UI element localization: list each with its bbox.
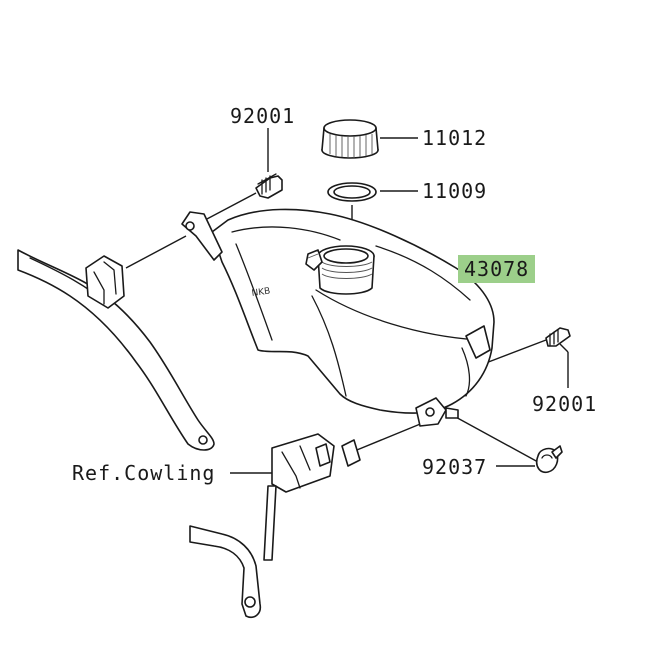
bolt-right: [545, 327, 571, 347]
filler-cap: [321, 119, 379, 159]
frame-bracket: [17, 249, 215, 451]
callout-gasket: 11009: [422, 179, 488, 203]
tank-mark: NKB: [251, 286, 271, 299]
callout-bolt-left: 92001: [230, 104, 296, 128]
callout-reference: Ref.Cowling: [72, 461, 216, 485]
bolt-left: [255, 173, 283, 199]
gasket: [327, 182, 377, 202]
cowling-stay: [189, 433, 361, 619]
callout-cap: 11012: [422, 126, 488, 150]
hose-clip: [535, 445, 563, 474]
callout-clip: 92037: [422, 455, 488, 479]
reserve-tank: [181, 208, 495, 427]
callout-tank: 43078: [458, 255, 536, 283]
callout-bolt-right: 92001: [532, 392, 598, 416]
